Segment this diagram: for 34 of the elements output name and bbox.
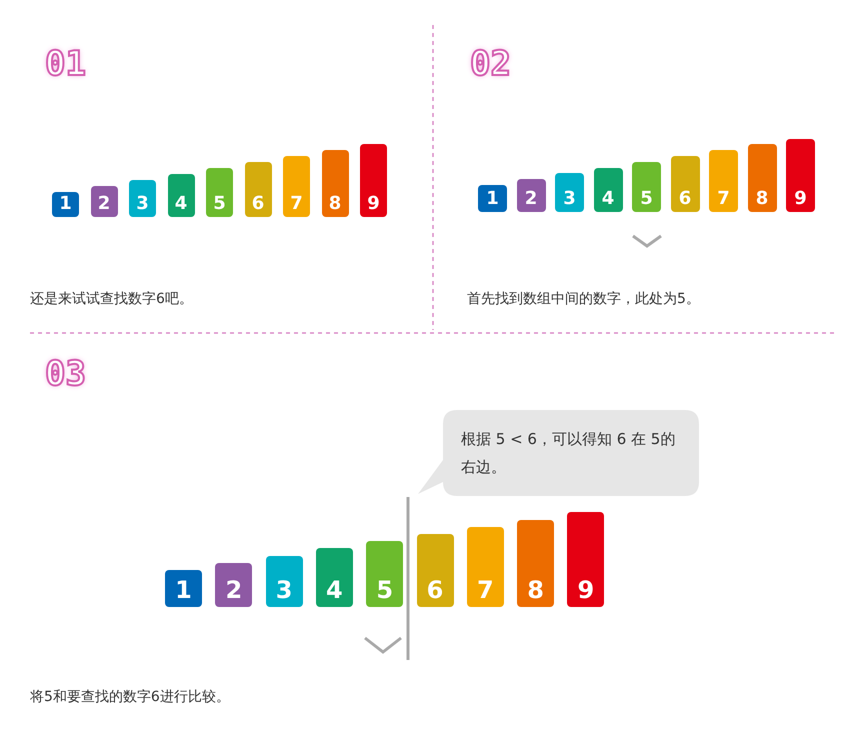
number-bar: 8 [748, 144, 776, 212]
number-bar: 1 [52, 192, 79, 217]
number-bar: 7 [709, 150, 738, 212]
speech-bubble: 根据 5 < 6，可以得知 6 在 5的右边。 [416, 410, 699, 496]
caption-text: 还是来试试查找数字6吧。 [30, 290, 193, 308]
number-bar: 6 [670, 156, 700, 212]
number-bar: 5 [366, 541, 404, 607]
number-bar: 6 [416, 534, 454, 607]
number-bar: 2 [90, 186, 118, 217]
number-bar: 9 [786, 138, 815, 212]
caption-text: 将5和要查找的数字6进行比较。 [30, 688, 230, 706]
number-bar: 1 [165, 570, 202, 607]
number-bar: 7 [283, 156, 310, 217]
number-bar: 4 [316, 548, 353, 607]
number-bar: 5 [632, 162, 661, 212]
number-bar: 9 [567, 512, 604, 607]
number-bar: 8 [517, 520, 554, 607]
number-bar: 4 [594, 168, 622, 212]
number-bar: 3 [129, 180, 156, 217]
number-bar: 8 [322, 150, 348, 217]
caption-text: 首先找到数组中间的数字，此处为5。 [467, 290, 700, 308]
step-number: 01 [45, 47, 86, 81]
number-bar: 3 [555, 173, 584, 212]
step-number: 02 [470, 47, 511, 81]
number-bar: 9 [360, 144, 387, 217]
number-bar: 5 [206, 168, 233, 217]
number-bar: 6 [244, 162, 272, 217]
number-bar: 2 [215, 562, 252, 607]
number-bar: 7 [466, 526, 504, 607]
number-bar: 2 [516, 179, 546, 212]
step-number: 03 [45, 357, 86, 391]
number-bar: 1 [478, 185, 507, 212]
number-bar: 4 [168, 174, 194, 217]
number-bar: 3 [266, 556, 303, 607]
